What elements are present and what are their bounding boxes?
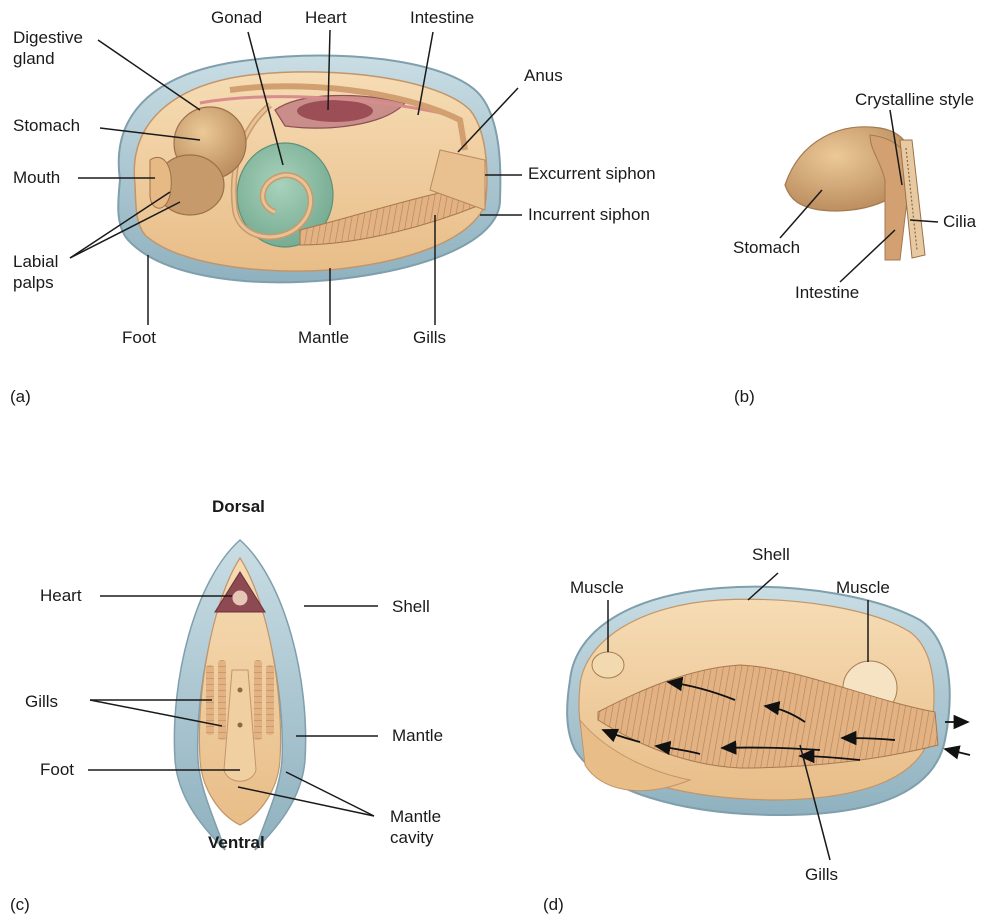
panel-b-tag: (b) (734, 387, 755, 407)
label-gonad: Gonad (211, 8, 262, 28)
label-mantle-cavity: Mantle cavity (390, 806, 441, 848)
label-gills: Gills (413, 328, 446, 348)
label-labial-palps: Labial palps (13, 251, 58, 293)
label-incurrent-siphon: Incurrent siphon (528, 205, 650, 225)
label-stomach: Stomach (13, 116, 80, 136)
panel-c-tag: (c) (10, 895, 30, 915)
label-shell-c: Shell (392, 597, 430, 617)
label-foot: Foot (122, 328, 156, 348)
label-intestine: Intestine (410, 8, 474, 28)
label-cilia: Cilia (943, 212, 976, 232)
label-muscle-left: Muscle (570, 578, 624, 598)
label-muscle-right: Muscle (836, 578, 890, 598)
panel-a-clam (118, 55, 500, 282)
label-mouth: Mouth (13, 168, 60, 188)
label-heart: Heart (305, 8, 347, 28)
label-gills-d: Gills (805, 865, 838, 885)
label-intestine-b: Intestine (795, 283, 859, 303)
label-gills-c: Gills (25, 692, 58, 712)
label-shell-d: Shell (752, 545, 790, 565)
label-stomach-b: Stomach (733, 238, 800, 258)
label-mantle: Mantle (298, 328, 349, 348)
panel-d-tag: (d) (543, 895, 564, 915)
label-crystalline-style: Crystalline style (855, 90, 974, 110)
label-dorsal: Dorsal (212, 497, 265, 517)
panel-c-cross-section (174, 540, 305, 850)
label-anus: Anus (524, 66, 563, 86)
label-digestive-gland: Digestive gland (13, 27, 83, 69)
label-heart-c: Heart (40, 586, 82, 606)
label-ventral: Ventral (208, 833, 265, 853)
panel-d-gill-flow (567, 587, 970, 815)
label-excurrent-siphon: Excurrent siphon (528, 164, 656, 184)
panel-b-stomach (785, 127, 925, 260)
panel-a-tag: (a) (10, 387, 31, 407)
label-mantle-c: Mantle (392, 726, 443, 746)
label-foot-c: Foot (40, 760, 74, 780)
